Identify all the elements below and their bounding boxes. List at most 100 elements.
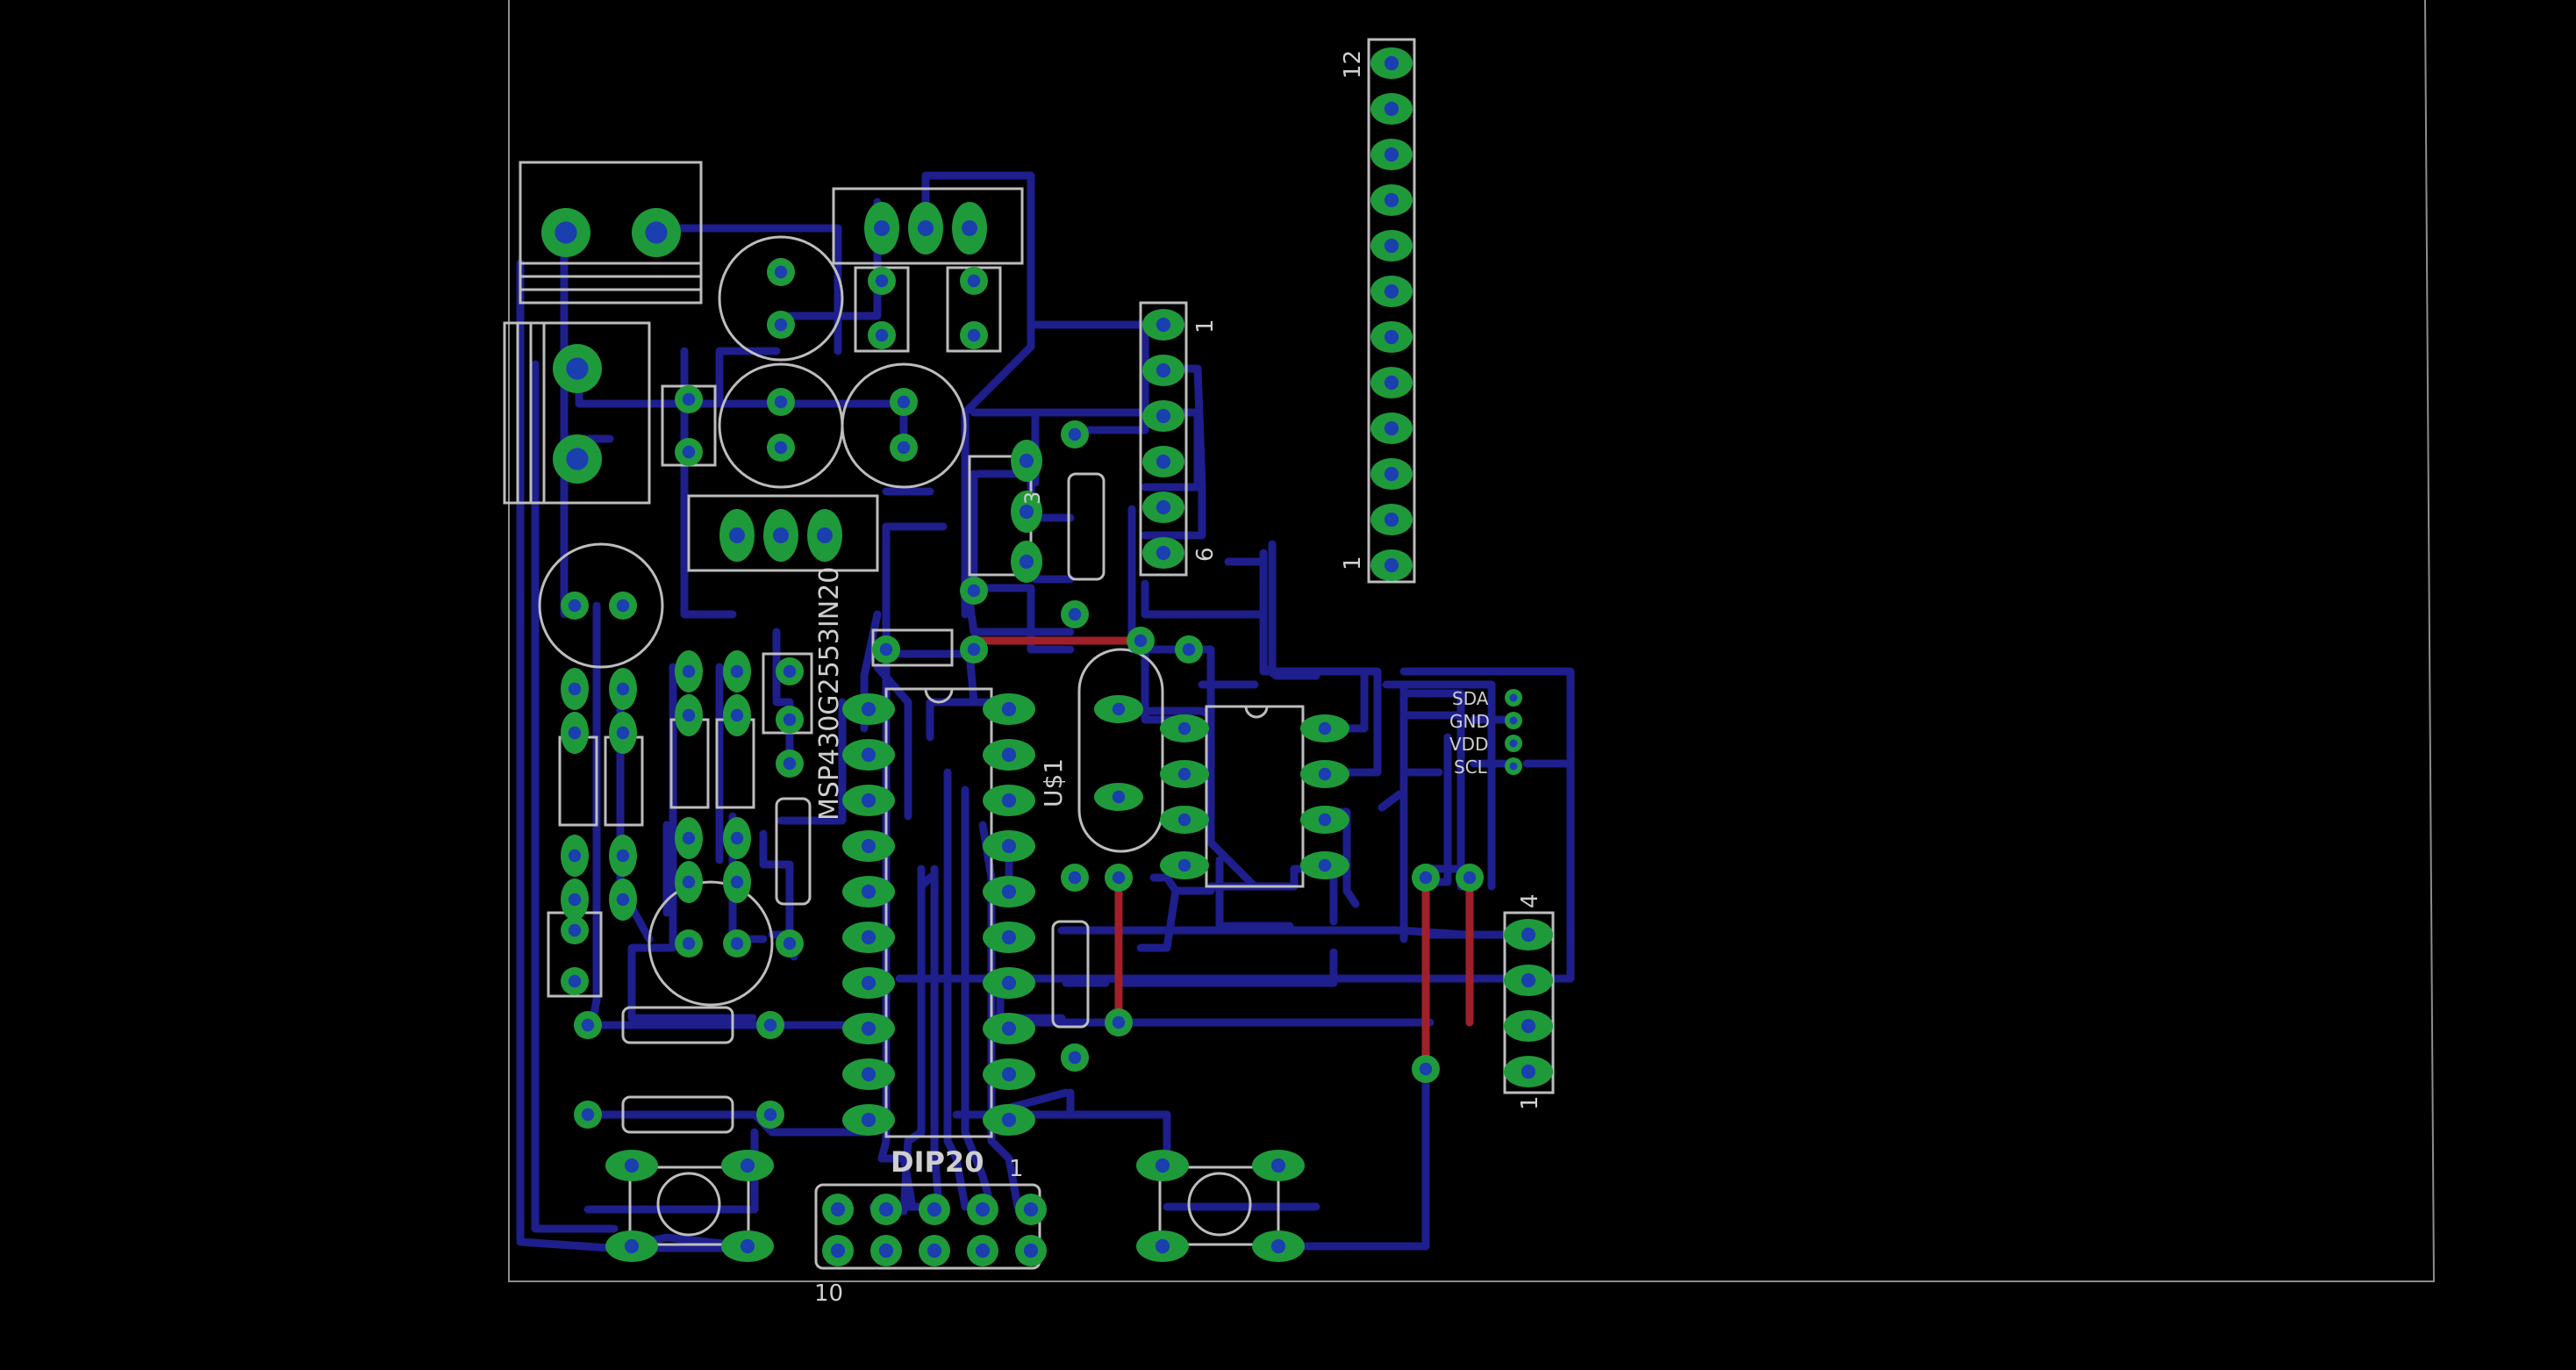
ic-designator-label: U$1 xyxy=(1039,758,1068,807)
pad-drill xyxy=(1001,975,1017,991)
pad-drill xyxy=(1521,927,1536,943)
pad-drill xyxy=(1384,147,1399,162)
pad-drill xyxy=(1270,1158,1286,1173)
pad-drill xyxy=(1019,504,1034,520)
pad-drill xyxy=(967,584,981,598)
pad-drill xyxy=(568,599,582,613)
pad-drill xyxy=(1384,420,1399,436)
pad-drill xyxy=(624,1238,640,1254)
pad-drill xyxy=(616,682,630,696)
pad-drill xyxy=(879,642,893,656)
connector-pin1-label: 1 xyxy=(1009,1156,1024,1182)
pad-drill xyxy=(783,664,797,678)
pad-drill xyxy=(682,831,696,845)
pad-drill xyxy=(861,701,877,717)
pad-drill xyxy=(1001,884,1017,900)
regulator-pin3-label: 3 xyxy=(1020,491,1045,505)
pad-drill xyxy=(861,793,877,808)
pad-drill xyxy=(1270,1238,1286,1254)
pad-drill xyxy=(1419,871,1433,885)
pad-drill xyxy=(581,1108,595,1122)
ic-part-number-label: MSP430G2553IN20 xyxy=(814,567,845,821)
pad-drill xyxy=(682,392,696,406)
pad-drill xyxy=(1318,813,1332,827)
pad-drill xyxy=(773,527,789,543)
pad-drill xyxy=(861,929,877,945)
pad-drill xyxy=(967,642,981,656)
pad-drill xyxy=(568,923,582,937)
pad-drill xyxy=(1182,642,1196,656)
pad-drill xyxy=(1068,607,1082,621)
component-pads xyxy=(541,47,1553,1266)
pad-drill xyxy=(861,838,877,854)
pad-drill xyxy=(1019,453,1034,469)
pad-drill xyxy=(861,1112,877,1128)
pad-drill xyxy=(1384,557,1399,573)
pad-drill xyxy=(1177,858,1191,872)
pad-drill xyxy=(1112,790,1126,804)
pad-drill xyxy=(783,757,797,771)
pad-drill xyxy=(830,1201,846,1217)
pad-drill xyxy=(1156,454,1171,470)
pad-drill xyxy=(566,357,589,380)
pad-drill xyxy=(1509,693,1518,702)
silkscreen xyxy=(503,38,1555,1270)
i2c-vdd-label: VDD xyxy=(1449,734,1488,755)
pad-drill xyxy=(1509,716,1518,725)
pad-drill xyxy=(962,220,977,236)
pad-drill xyxy=(1509,739,1518,748)
pad-drill xyxy=(861,884,877,900)
pad-drill xyxy=(927,1243,942,1259)
pad-drill xyxy=(568,726,582,740)
pad-drill xyxy=(1112,702,1126,716)
pad-drill xyxy=(1156,408,1171,424)
pad-drill xyxy=(1023,1201,1039,1217)
pad-drill xyxy=(616,726,630,740)
pad-drill xyxy=(581,1018,595,1032)
pad-drill xyxy=(1019,554,1034,570)
pad-drill xyxy=(645,221,668,244)
pad-drill xyxy=(730,936,744,950)
pad-drill xyxy=(740,1158,755,1173)
pad-drill xyxy=(1509,762,1518,771)
pad-drill xyxy=(783,713,797,727)
pad-drill xyxy=(568,893,582,907)
pad-drill xyxy=(729,527,745,543)
pad-drill xyxy=(967,274,981,288)
pad-drill xyxy=(1419,1062,1433,1076)
i2c-gnd-label: GND xyxy=(1449,711,1490,732)
pad-drill xyxy=(1155,1238,1170,1254)
pad-drill xyxy=(1155,1158,1170,1173)
pad-drill xyxy=(1318,858,1332,872)
i2c-sda-label: SDA xyxy=(1452,688,1489,709)
pad-drill xyxy=(682,936,696,950)
pad-drill xyxy=(918,220,934,236)
pad-drill xyxy=(1156,362,1171,378)
pad-drill xyxy=(897,395,911,409)
pad-drill xyxy=(568,682,582,696)
pad-drill xyxy=(967,328,981,342)
pad-drill xyxy=(616,849,630,863)
pad-drill xyxy=(927,1201,942,1217)
pad-drill xyxy=(1384,466,1399,482)
pad-drill xyxy=(682,708,696,722)
pad-drill xyxy=(1001,701,1017,717)
pad-drill xyxy=(1384,101,1399,117)
pad-drill xyxy=(875,274,889,288)
pad-drill xyxy=(624,1158,640,1173)
pad-drill xyxy=(1521,1018,1536,1034)
pad-drill xyxy=(1112,1015,1126,1029)
pad-drill xyxy=(1001,793,1017,808)
pad-drill xyxy=(774,318,788,332)
pad-drill xyxy=(730,831,744,845)
pad-drill xyxy=(1023,1243,1039,1259)
pad-drill xyxy=(975,1243,991,1259)
pad-drill xyxy=(1001,838,1017,854)
header-12pin-top-label: 12 xyxy=(1340,50,1366,79)
header-12pin-bottom-label: 1 xyxy=(1340,556,1366,570)
header-4pin-bottom-label: 1 xyxy=(1517,1095,1543,1110)
pad-drill xyxy=(1384,375,1399,391)
dip20-package-label: DIP20 xyxy=(891,1145,984,1179)
pad-drill xyxy=(682,664,696,678)
